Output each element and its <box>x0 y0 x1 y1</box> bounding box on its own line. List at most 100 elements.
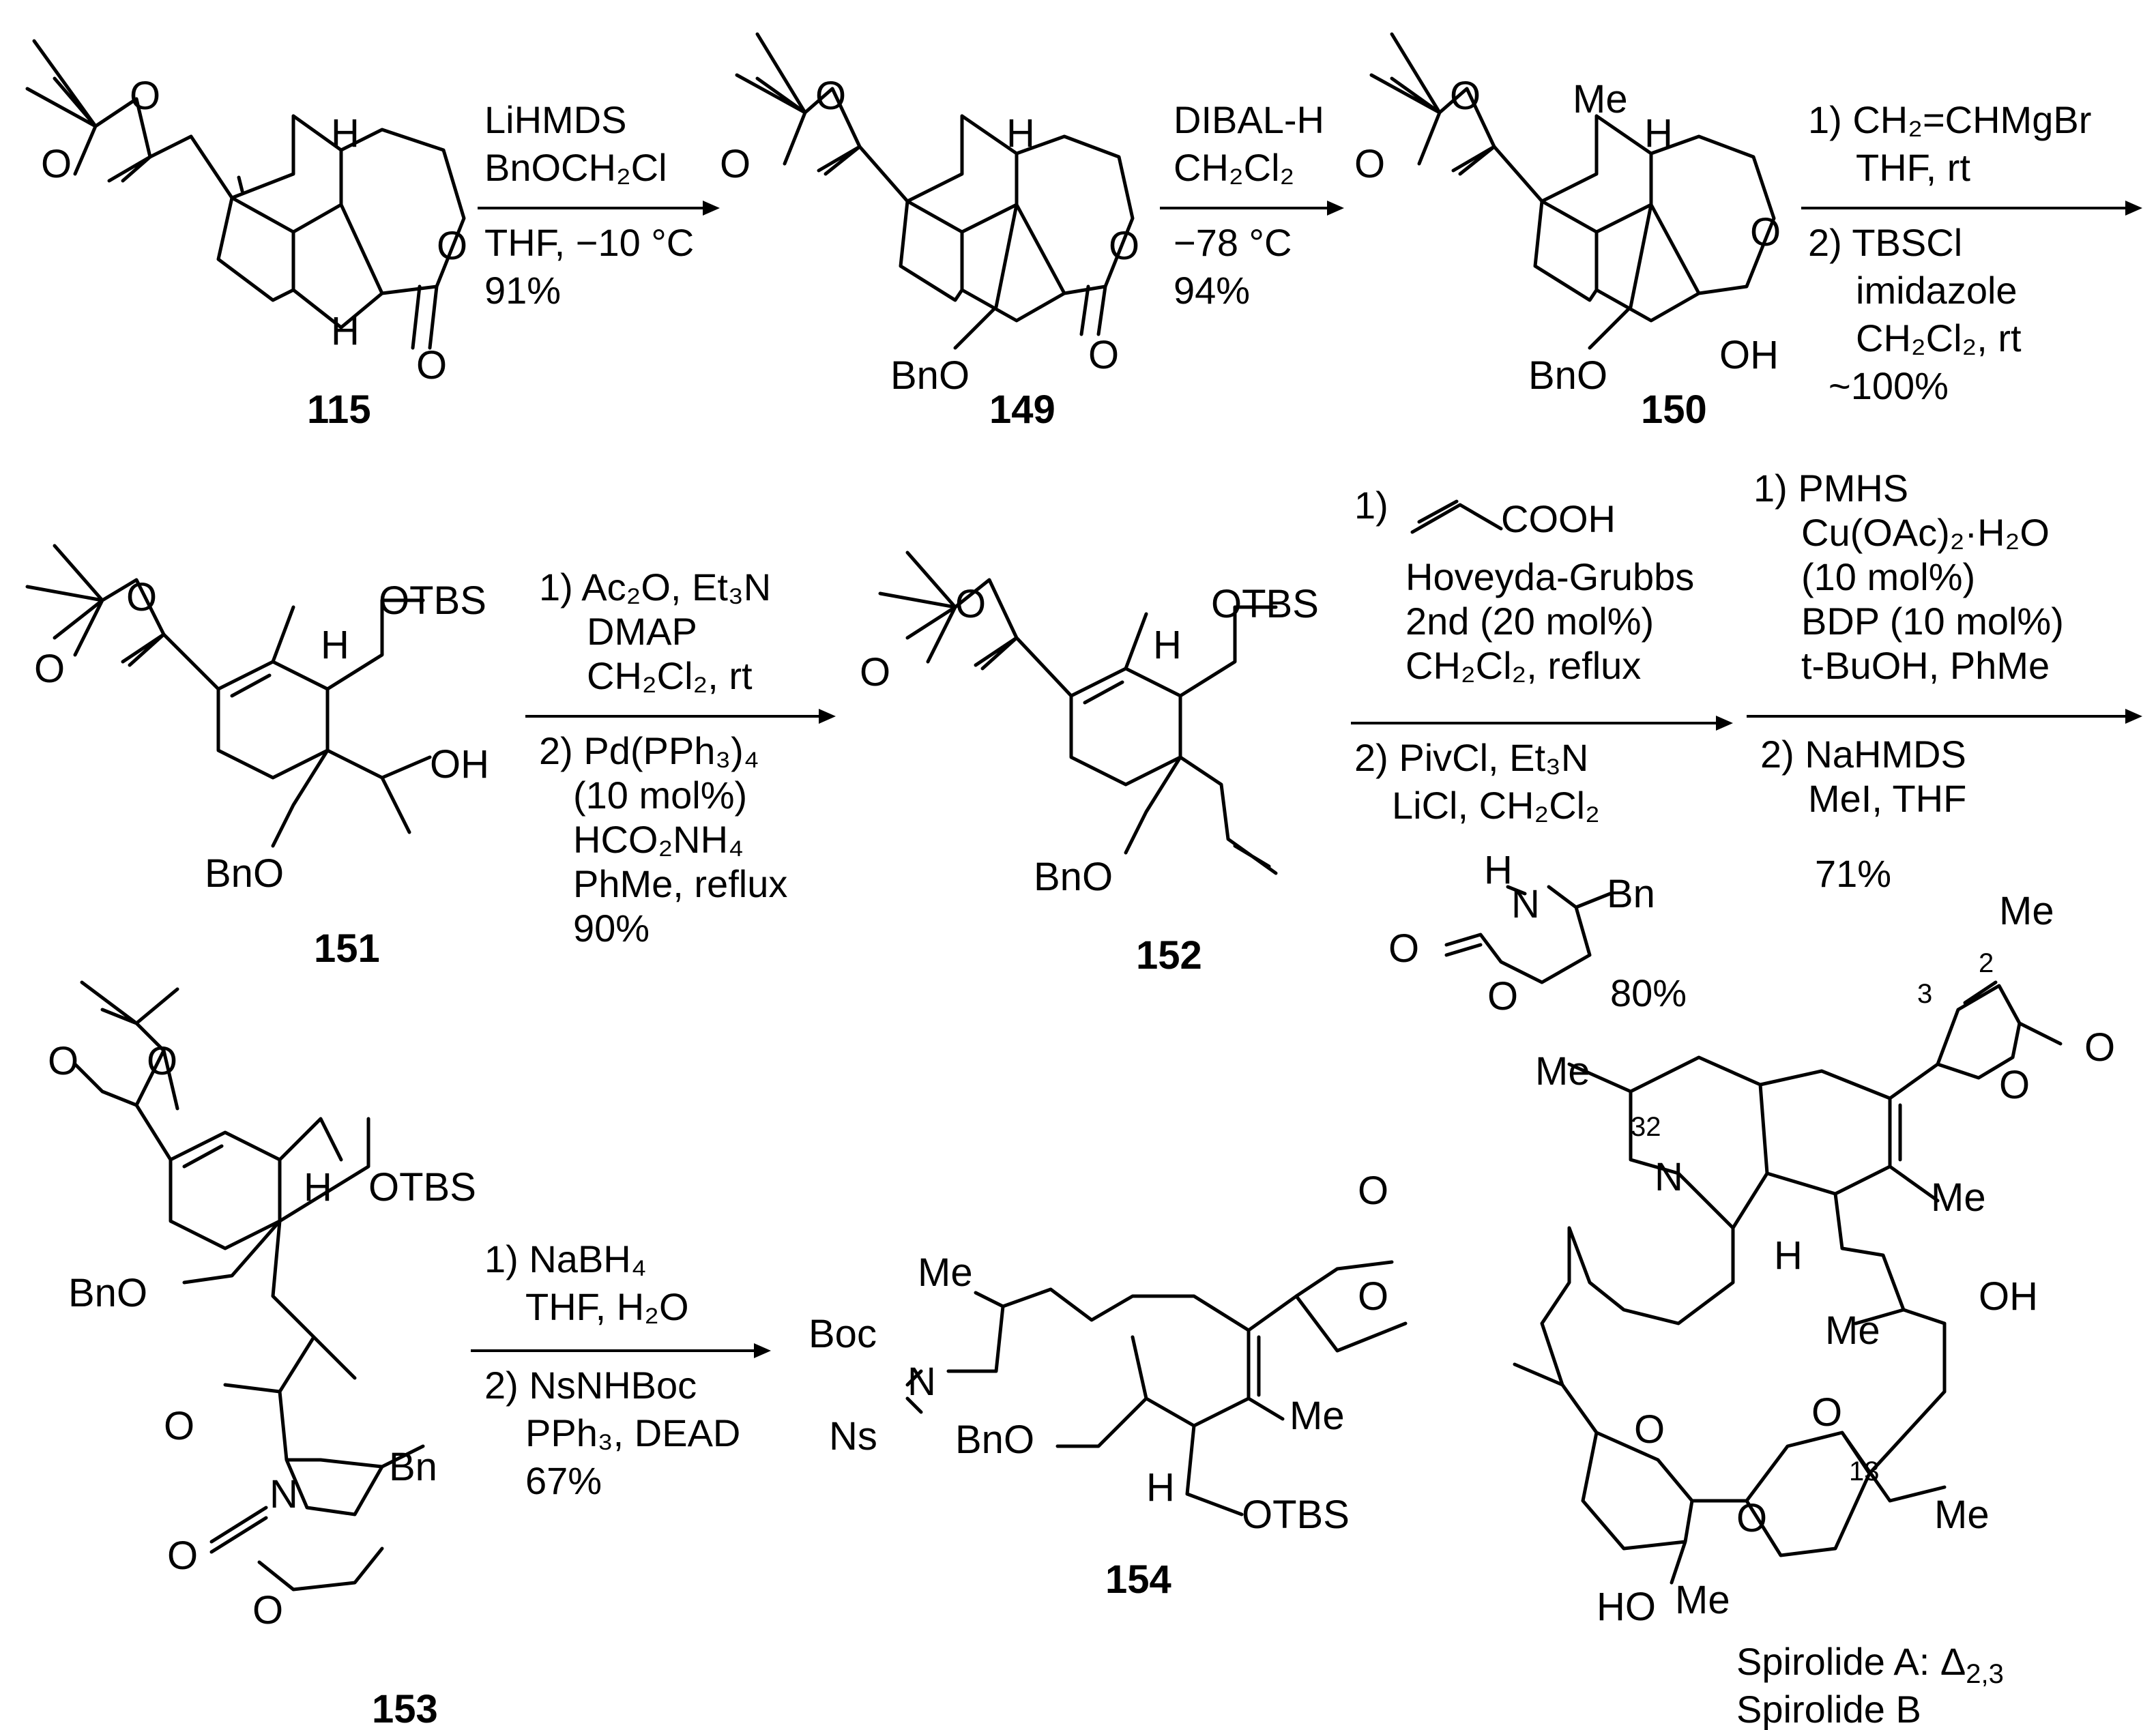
reaction-arrow-5: 1) COOH Hoveyda-Grubbs 2nd (20 mol%) CH₂… <box>1351 484 1733 827</box>
condition-text: 2) NaHMDS <box>1760 733 1966 776</box>
reagent-text: CH₂Cl₂, rt <box>587 654 753 697</box>
reagent-text: 1) CH₂=CHMgBr <box>1808 98 2091 141</box>
atom-o: O <box>1634 1407 1665 1452</box>
atom-o: O <box>416 343 447 387</box>
atom-h: H <box>321 623 349 667</box>
atom-h: H <box>1774 1233 1803 1278</box>
acrylic-acid-bonds <box>1410 499 1503 534</box>
condition-text: MeI, THF <box>1808 777 1966 820</box>
compound-label: 154 <box>1105 1557 1171 1602</box>
compound-115: O O H H O O 115 <box>25 39 467 432</box>
atom-boc: Boc <box>808 1312 877 1356</box>
reagent-text: (10 mol%) <box>1801 555 1975 598</box>
compound-label: 115 <box>307 387 371 432</box>
atom-o: O <box>1811 1390 1842 1435</box>
atom-bno: BnO <box>890 353 970 398</box>
locant-3: 3 <box>1917 979 1932 1009</box>
condition-text: imidazole <box>1856 269 2017 312</box>
condition-text: t-BuOH, PhMe <box>1801 644 2050 687</box>
atom-h: H <box>1484 848 1513 892</box>
atom-oh: OH <box>430 742 489 787</box>
locant-13: 13 <box>1849 1456 1880 1486</box>
yield-text: 80% <box>1610 971 1687 1014</box>
atom-oh: OH <box>1719 333 1779 377</box>
condition-text: −78 °C <box>1174 221 1292 264</box>
atom-me: Me <box>1999 889 2054 933</box>
atom-o: O <box>126 575 157 619</box>
atom-o: O <box>147 1039 177 1083</box>
condition-text: (10 mol%) <box>573 774 747 817</box>
atom-o: O <box>34 647 65 691</box>
compound-label: 152 <box>1136 933 1202 978</box>
atom-o: O <box>1358 1274 1388 1319</box>
atom-n: N <box>1511 882 1540 926</box>
condition-text: THF, −10 °C <box>484 221 694 264</box>
atom-o: O <box>437 224 467 268</box>
atom-o: O <box>860 650 890 694</box>
atom-otbs: OTBS <box>379 578 486 623</box>
atom-me: Me <box>1290 1394 1345 1438</box>
reaction-arrow-2: DIBAL-H CH₂Cl₂ −78 °C 94% <box>1160 98 1344 312</box>
atom-h: H <box>1006 111 1035 156</box>
atom-me: Me <box>1573 77 1628 121</box>
atom-me: Me <box>1825 1308 1880 1353</box>
atom-o: O <box>48 1039 78 1083</box>
atom-me: Me <box>1675 1578 1730 1622</box>
atom-o: O <box>1109 224 1139 268</box>
atom-o: O <box>1450 74 1481 118</box>
atom-o: O <box>2084 1025 2115 1070</box>
reaction-arrow-6: 1) PMHS Cu(OAc)₂·H₂O (10 mol%) BDP (10 m… <box>1747 467 2142 895</box>
condition-text: CH₂Cl₂, reflux <box>1405 644 1641 687</box>
atom-o: O <box>1736 1496 1767 1540</box>
atom-o: O <box>1388 926 1419 971</box>
reagent-text: CH₂Cl₂ <box>1174 146 1294 189</box>
atom-o: O <box>164 1404 194 1448</box>
locant-2: 2 <box>1979 948 1994 978</box>
yield-text: 71% <box>1815 852 1891 895</box>
condition-text: 2) PivCl, Et₃N <box>1354 736 1588 779</box>
condition-text: PPh₃, DEAD <box>525 1411 740 1454</box>
atom-oh: OH <box>1979 1274 2038 1319</box>
reagent-text: DMAP <box>587 610 697 653</box>
yield-text: 90% <box>573 907 650 950</box>
atom-n: N <box>1655 1155 1683 1199</box>
reagent-text: DIBAL-H <box>1174 98 1324 141</box>
atom-otbs: OTBS <box>1211 582 1319 626</box>
atom-bno: BnO <box>68 1271 147 1315</box>
compound-label: 149 <box>989 387 1055 432</box>
compound-152: O O H OTBS BnO 152 <box>860 551 1319 978</box>
atom-o: O <box>41 142 72 186</box>
compound-149: O O H O O BnO 149 <box>720 32 1139 432</box>
reagent-text: BDP (10 mol%) <box>1801 600 2064 643</box>
condition-text: 2) NsNHBoc <box>484 1364 697 1407</box>
reagent-text: 2nd (20 mol%) <box>1405 600 1654 643</box>
atom-o: O <box>720 142 751 186</box>
reagent-text: Hoveyda-Grubbs <box>1405 555 1694 598</box>
reagent-text: 1) <box>1354 484 1388 527</box>
yield-text: 94% <box>1174 269 1250 312</box>
reagent-text: Cu(OAc)₂·H₂O <box>1801 511 2050 554</box>
reagent-text: 1) NaBH₄ <box>484 1237 647 1280</box>
atom-otbs: OTBS <box>1242 1493 1350 1537</box>
atom-bn: Bn <box>1607 872 1655 916</box>
compound-label: 153 <box>372 1687 438 1730</box>
reagent-text: COOH <box>1501 497 1616 540</box>
atom-h: H <box>331 111 360 156</box>
atom-o: O <box>815 74 846 118</box>
atom-bno: BnO <box>1528 353 1607 398</box>
reagent-text: 1) Ac₂O, Et₃N <box>539 566 771 609</box>
atom-o: O <box>1487 974 1518 1018</box>
atom-o: O <box>130 74 160 118</box>
atom-o: O <box>955 582 986 626</box>
atom-n: N <box>270 1472 298 1516</box>
atom-bno: BnO <box>1034 855 1113 899</box>
atom-o: O <box>1354 142 1385 186</box>
compound-151: O O H OTBS OH BnO 151 <box>25 544 489 971</box>
locant-32: 32 <box>1631 1112 1661 1142</box>
atom-o: O <box>1750 210 1781 254</box>
atom-bno: BnO <box>205 851 284 896</box>
reagent-text: BnOCH₂Cl <box>484 146 667 189</box>
atom-me: Me <box>1931 1175 1986 1220</box>
atom-h: H <box>1153 623 1182 667</box>
